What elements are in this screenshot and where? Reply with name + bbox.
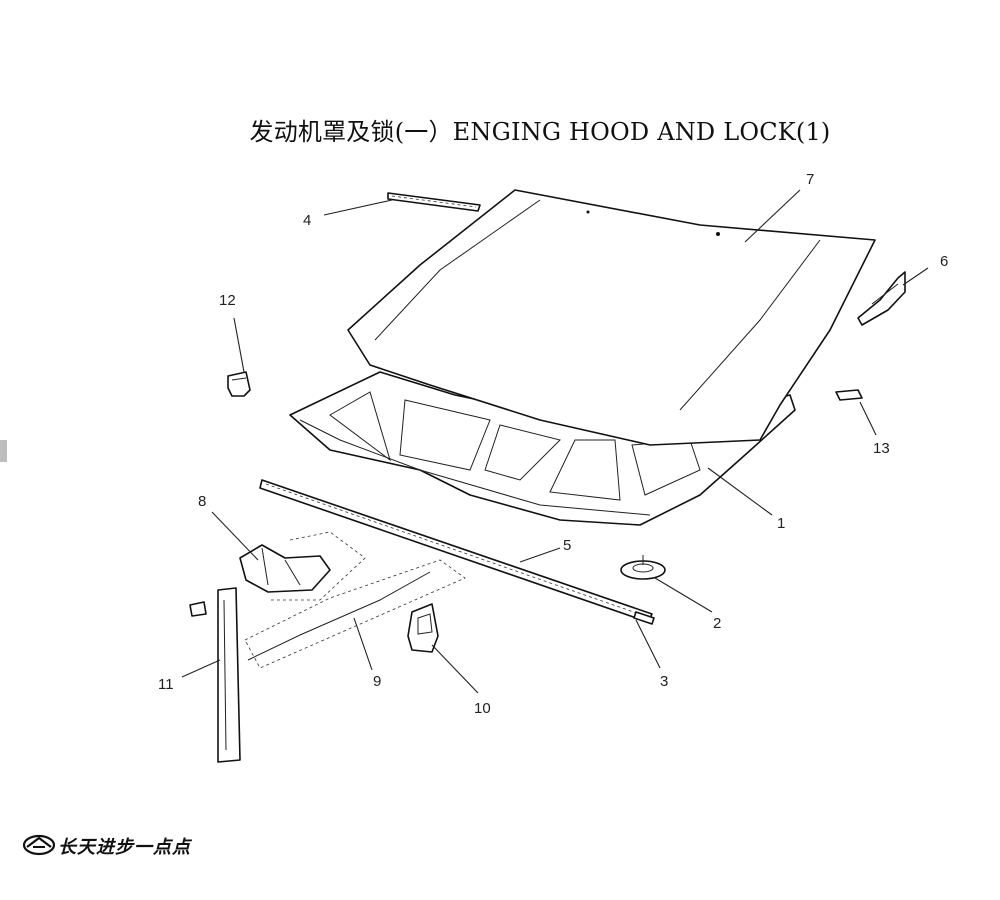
- callout-10: 10: [474, 700, 491, 717]
- rubber-buffer: [620, 555, 666, 580]
- clip-fastener: [835, 389, 863, 401]
- callout-9: 9: [373, 673, 381, 690]
- callout-1: 1: [777, 515, 785, 532]
- hood-release-cable: [244, 559, 466, 669]
- lock-support-bar: [189, 587, 241, 763]
- brand-slogan: 长天进步一点点: [58, 837, 191, 858]
- callout-4: 4: [303, 212, 311, 229]
- leader-lines: [181, 189, 929, 694]
- callout-6: 6: [940, 253, 948, 270]
- callout-2: 2: [713, 615, 721, 632]
- hood-hinge-bracket: [857, 271, 906, 326]
- cable-bracket: [407, 603, 439, 653]
- front-seal-strip: [387, 192, 481, 212]
- callout-7: 7: [806, 171, 814, 188]
- hood-outer-panel: [347, 189, 876, 446]
- hood-lock-assembly: [239, 531, 366, 601]
- support-rod: [633, 611, 655, 625]
- callout-3: 3: [660, 673, 668, 690]
- page-edge-marker: [0, 440, 7, 462]
- callout-8: 8: [198, 493, 206, 510]
- callout-11: 11: [158, 676, 174, 693]
- callout-5: 5: [563, 537, 571, 554]
- callout-13: 13: [873, 440, 890, 457]
- page-title: 发动机罩及锁(一）ENGING HOOD AND LOCK(1): [249, 118, 831, 146]
- callout-12: 12: [219, 292, 236, 309]
- brand-logo: [22, 834, 56, 856]
- bumper-stop: [227, 371, 251, 397]
